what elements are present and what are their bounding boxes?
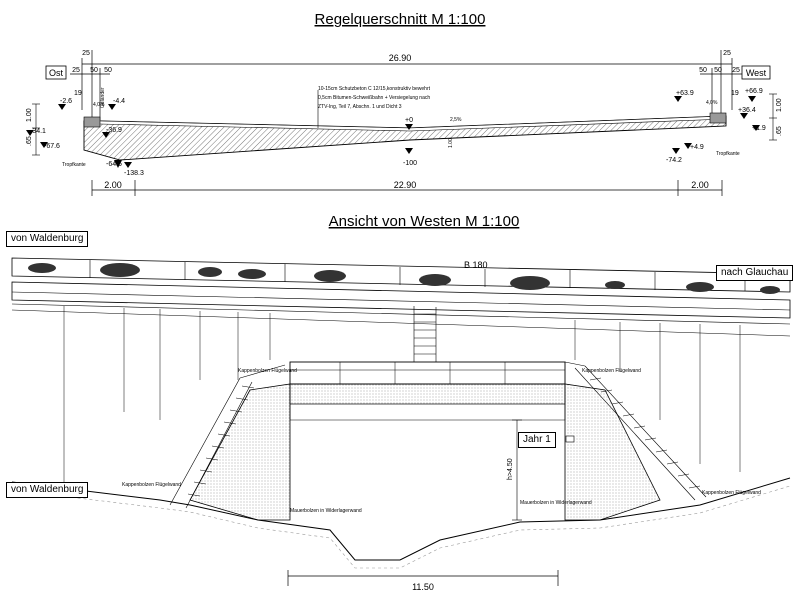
stairs-left (169, 364, 286, 509)
dim-bottom-right: 2.00 (691, 180, 709, 190)
elevation-title: Ansicht von Westen M 1:100 (329, 213, 520, 230)
left-h: .65 (26, 136, 33, 146)
elev-r1: +63.9 (676, 90, 694, 97)
dim-25-left: 25 (82, 50, 90, 57)
dim-bottom-left: 2.00 (104, 180, 122, 190)
dim-50-right: 50 (699, 67, 707, 74)
elev-l3: -34.1 (30, 128, 46, 135)
dim-25-right-2: 25 (732, 67, 740, 74)
mauer-right: Mauerbolzen in Widerlagerwand (520, 500, 592, 506)
note-line-2: 0,5cm Bitumen-Schweißbahn + Versiegelung… (318, 95, 430, 101)
dim-overall: 26.90 (389, 53, 412, 63)
elev-c1: +0 (405, 117, 413, 124)
kappen-right-top: Kappenbolzen Flügelwand (582, 368, 641, 374)
central-ladder (413, 306, 437, 362)
elev-r2: +66.9 (745, 88, 763, 95)
elev-l5: -67.6 (44, 143, 60, 150)
bottom-dimension (91, 180, 723, 196)
dim-25-left-2: 25 (72, 67, 80, 74)
elev-c3: 1.00 (448, 138, 454, 148)
cap-left (83, 116, 101, 128)
to-label: nach Glauchau (716, 265, 794, 281)
road-label: B 180 (464, 260, 488, 270)
span-label: 11.50 (412, 582, 434, 592)
elev-r3: +36.4 (738, 107, 756, 114)
ground-line-2 (11, 485, 791, 569)
abutment-left (189, 383, 291, 521)
elevation-triangles (26, 96, 760, 168)
right-h: .65 (776, 126, 783, 136)
road-edge (11, 281, 791, 319)
elev-l1: -2.6 (60, 98, 72, 105)
road-edge-line-3 (11, 309, 791, 337)
road-edge-line (11, 291, 791, 311)
hanging-lines (63, 306, 741, 482)
tropfkante-right: Tropfkante (716, 151, 740, 157)
year-plate (565, 435, 575, 443)
dim-25-right: 25 (723, 50, 731, 57)
right-19: 19 (731, 90, 739, 97)
left-h2: 1.00 (26, 108, 33, 122)
railing-posts (339, 362, 506, 384)
elev-c2: -100 (403, 160, 417, 167)
west-label: West (746, 68, 767, 78)
clearance-label: h>4.50 (507, 458, 514, 480)
abutment-right (564, 383, 661, 521)
clearance-dim (512, 419, 522, 521)
mauer-left: Mauerbolzen in Widerlagerwand (290, 508, 362, 514)
road-band (11, 257, 791, 293)
elev-l2: -4.4 (113, 98, 125, 105)
ost-label: Ost (49, 68, 64, 78)
elev-l4: -36.9 (106, 127, 122, 134)
bridge-deck (289, 361, 566, 385)
ost-box (45, 65, 67, 80)
elev-r4: +1.9 (752, 125, 766, 132)
kappen-left-top: Kappenbolzen Flügelwand (238, 368, 297, 374)
road-edge-line-2 (11, 303, 791, 325)
left-vertical-dims (32, 93, 777, 156)
right-h2: 1.00 (776, 98, 783, 112)
stair-treads (187, 377, 701, 497)
west-box (741, 65, 771, 80)
note-line-1: 10-15cm Schutzbeton C 12/15,konstruktiv … (318, 86, 431, 92)
stairs-right (564, 361, 707, 501)
top-dimension (70, 50, 745, 120)
elev-r6: -74.2 (666, 157, 682, 164)
section-title: Regelquerschnitt M 1:100 (315, 11, 486, 28)
dim-50-left: 50 (90, 67, 98, 74)
hedge-shrubs (28, 263, 780, 294)
left-19: 19 (74, 90, 82, 97)
bridge-soffit (289, 383, 566, 405)
dim-bottom-middle: 22.90 (394, 180, 417, 190)
elev-l6: -64.6 (106, 161, 122, 168)
slope-right: 4,0% (706, 100, 718, 106)
kappen-left-low: Kappenbolzen Flügelwand (122, 482, 181, 488)
span-dim (287, 570, 559, 586)
cap-right (709, 112, 727, 124)
dim-50-left-2: 50 (104, 67, 112, 74)
from-label-low: von Waldenburg (6, 482, 89, 498)
slope-left: 4,0% (93, 102, 105, 108)
slope-mid: 2,5% (450, 117, 462, 123)
dim-50-right-2: 50 (714, 67, 722, 74)
elev-r5: +4.9 (690, 144, 704, 151)
elev-l7: -138.3 (124, 170, 144, 177)
from-label: von Waldenburg (6, 231, 89, 247)
note-line-3: ZTV-Ing, Teil 7, Abschn. 1 und Dicht 3 (318, 104, 402, 110)
gelaender-label: Geländer (100, 87, 106, 108)
ground-line (11, 477, 791, 561)
tropfkante-left: Tropfkante (62, 162, 86, 168)
kappen-right-low: Kappenbolzen Flügelwand (702, 490, 761, 496)
year-label: Jahr 1 (518, 432, 556, 448)
